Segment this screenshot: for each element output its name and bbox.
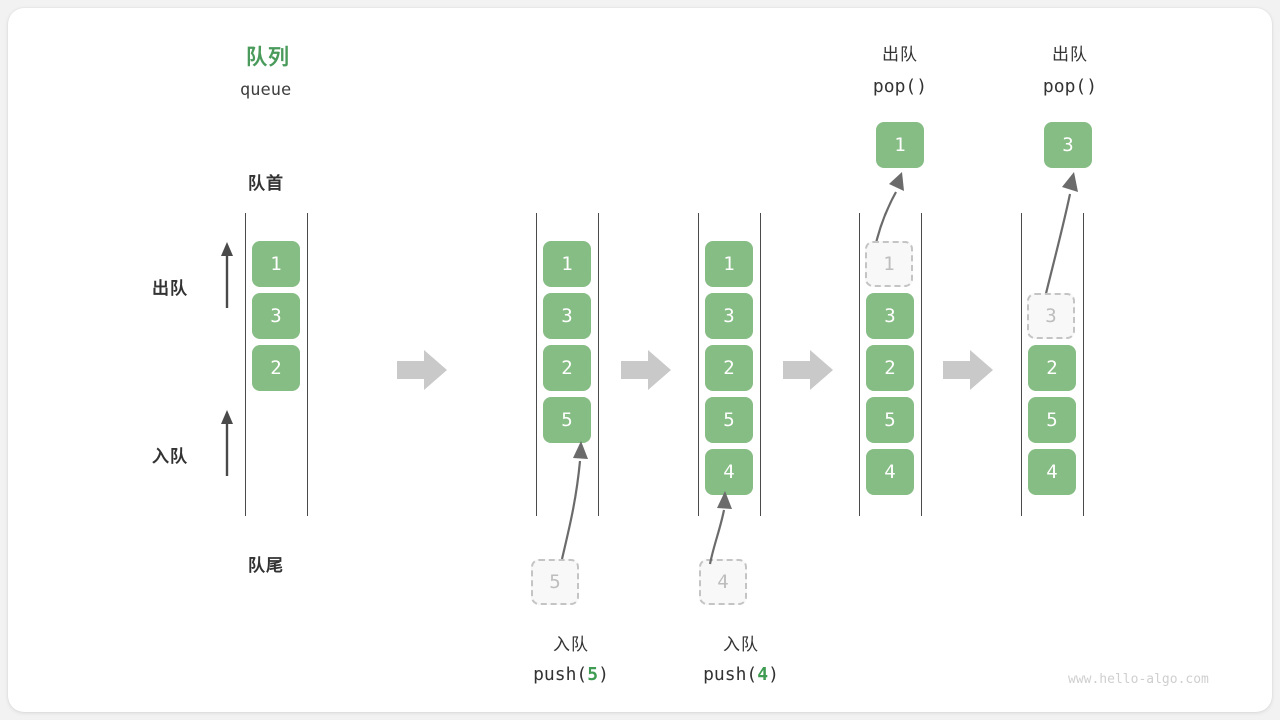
queue-cell: 2 (543, 345, 591, 391)
queue-title-cn: 队列 (246, 45, 290, 69)
rail-left-col3 (698, 213, 700, 516)
rail-right-col1 (307, 213, 309, 516)
op-label-code: push(5) (506, 664, 636, 685)
enqueue-curve-arrow-icon (708, 491, 732, 565)
queue-cell: 3 (866, 293, 914, 339)
queue-cell: 2 (866, 345, 914, 391)
rail-right-col5 (1083, 213, 1085, 516)
step-arrow-icon (943, 350, 993, 390)
dequeue-up-arrow-icon (221, 242, 233, 308)
rail-left-col5 (1021, 213, 1023, 516)
incoming-ghost-cell: 4 (699, 559, 747, 605)
rail-right-col4 (921, 213, 923, 516)
op-code-prefix: push( (703, 664, 758, 685)
step-arrow-icon (397, 350, 447, 390)
popped-ghost-cell: 3 (1027, 293, 1075, 339)
queue-cell: 5 (866, 397, 914, 443)
enqueue-up-arrow-icon (221, 410, 233, 476)
popped-cell: 1 (876, 122, 924, 168)
rail-left-col2 (536, 213, 538, 516)
queue-cell: 2 (705, 345, 753, 391)
op-label-code: pop() (872, 76, 928, 97)
queue-cell: 1 (705, 241, 753, 287)
queue-cell: 2 (252, 345, 300, 391)
queue-cell: 4 (1028, 449, 1076, 495)
queue-tail-label: 队尾 (248, 556, 284, 576)
op-code-arg: 4 (757, 664, 769, 685)
queue-cell: 3 (705, 293, 753, 339)
op-code-suffix: ) (768, 664, 779, 685)
step-arrow-icon (621, 350, 671, 390)
popped-cell: 3 (1044, 122, 1092, 168)
watermark: www.hello-algo.com (1068, 672, 1209, 687)
queue-cell: 1 (252, 241, 300, 287)
enqueue-curve-arrow-icon (560, 441, 588, 560)
queue-title-en: queue (240, 80, 292, 100)
queue-head-label: 队首 (248, 174, 284, 194)
dequeue-curve-arrow-icon (1041, 172, 1078, 307)
dequeue-direction-label: 出队 (152, 279, 188, 299)
queue-cell-new: 4 (705, 449, 753, 495)
rail-right-col3 (760, 213, 762, 516)
popped-ghost-cell: 1 (865, 241, 913, 287)
queue-cell: 4 (866, 449, 914, 495)
queue-cell-new: 5 (543, 397, 591, 443)
incoming-ghost-cell: 5 (531, 559, 579, 605)
enqueue-direction-label: 入队 (152, 447, 188, 467)
step-arrow-icon (783, 350, 833, 390)
queue-cell: 5 (705, 397, 753, 443)
rail-left-col4 (859, 213, 861, 516)
op-label-cn: 出队 (1052, 45, 1088, 65)
op-label-code: push(4) (676, 664, 806, 685)
queue-cell: 3 (252, 293, 300, 339)
queue-cell: 1 (543, 241, 591, 287)
op-label-code: pop() (1042, 76, 1098, 97)
op-label-cn: 入队 (553, 635, 589, 655)
op-label-cn: 出队 (882, 45, 918, 65)
op-code-prefix: push( (533, 664, 588, 685)
op-code-arg: 5 (587, 664, 599, 685)
op-label-cn: 入队 (723, 635, 759, 655)
rail-left-col1 (245, 213, 247, 516)
op-code-suffix: ) (598, 664, 609, 685)
queue-cell: 3 (543, 293, 591, 339)
rail-right-col2 (598, 213, 600, 516)
queue-cell: 2 (1028, 345, 1076, 391)
queue-cell: 5 (1028, 397, 1076, 443)
diagram-card: 队列 queue 队首 队尾 出队 入队 1 3 2 1 3 2 5 (8, 8, 1272, 712)
